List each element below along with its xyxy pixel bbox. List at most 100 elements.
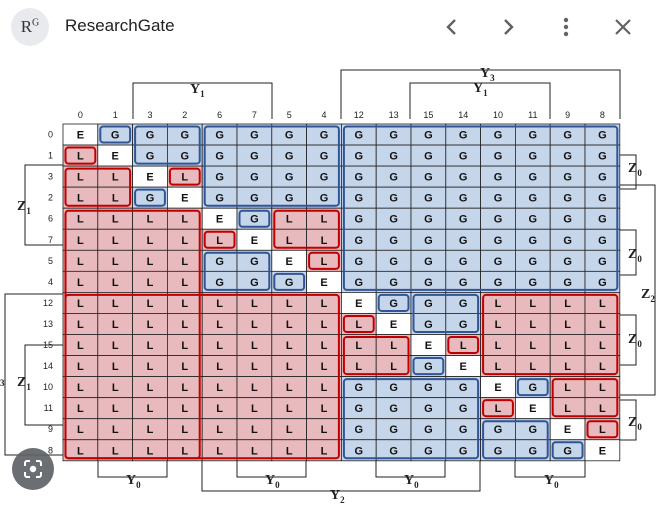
- cell-value: L: [495, 319, 502, 331]
- cell-value: L: [112, 319, 119, 331]
- y0-label-4: Y0: [544, 473, 559, 490]
- cell-value: L: [112, 361, 119, 373]
- cell-value: E: [599, 445, 606, 457]
- brackets-layer: [4, 69, 656, 492]
- cell-value: L: [321, 445, 328, 457]
- cell-value: G: [563, 130, 572, 142]
- cell-value: L: [147, 382, 154, 394]
- cell-value: L: [286, 361, 293, 373]
- col-header: 3: [147, 110, 152, 120]
- more-vert-icon: [563, 17, 569, 37]
- cell-value: L: [112, 382, 119, 394]
- cell-value: E: [320, 277, 327, 289]
- z0-bracket-4: [620, 399, 637, 441]
- cell-value: L: [77, 424, 84, 436]
- cell-value: G: [598, 256, 607, 268]
- cell-value: G: [598, 277, 607, 289]
- cell-value: L: [251, 298, 258, 310]
- back-button[interactable]: [436, 12, 466, 42]
- g-group-box: [551, 441, 584, 460]
- col-header: 9: [565, 110, 570, 120]
- y3-bracket: [340, 69, 621, 119]
- row-header: 8: [48, 445, 53, 455]
- z1-bracket-1: [24, 164, 63, 246]
- cell-value: L: [181, 319, 188, 331]
- cell-value: G: [355, 382, 364, 394]
- cell-value: G: [459, 445, 468, 457]
- cell-value: G: [459, 130, 468, 142]
- cell-value: L: [564, 340, 571, 352]
- row-header: 4: [48, 277, 53, 287]
- cell-value: G: [459, 403, 468, 415]
- cell-value: L: [529, 319, 536, 331]
- cell-value: E: [494, 382, 501, 394]
- cell-value: L: [216, 424, 223, 436]
- cell-value: L: [112, 445, 119, 457]
- cell-value: G: [424, 403, 433, 415]
- labels-layer: Y1 Y3 Y1 Z0 Z0 Z0 Z0 Z2 Z1 Z1 3 Y0 Y0 Y0…: [0, 66, 655, 505]
- close-button[interactable]: [608, 12, 638, 42]
- z3-bracket: [4, 293, 63, 456]
- cell-value: G: [459, 151, 468, 163]
- cell-value: G: [424, 151, 433, 163]
- forward-arrow-icon: [504, 19, 514, 35]
- cell-value: G: [563, 193, 572, 205]
- y2-bracket: [201, 461, 481, 492]
- cell-value: L: [147, 214, 154, 226]
- row-header: 3: [48, 172, 53, 182]
- cell-value: L: [112, 298, 119, 310]
- cell-value: L: [112, 424, 119, 436]
- cell-value: G: [424, 235, 433, 247]
- cell-value: L: [599, 382, 606, 394]
- app-icon-glyph: RG: [20, 17, 40, 36]
- more-options-button[interactable]: [551, 12, 581, 42]
- cell-value: L: [77, 382, 84, 394]
- cell-value: G: [494, 130, 503, 142]
- cell-value: L: [147, 298, 154, 310]
- forward-button[interactable]: [494, 12, 524, 42]
- cell-value: L: [181, 214, 188, 226]
- col-header: 4: [321, 110, 326, 120]
- cell-value: G: [111, 130, 120, 142]
- g-group-box: [134, 125, 201, 165]
- cell-value: L: [495, 298, 502, 310]
- cell-value: G: [529, 382, 538, 394]
- cell-value: L: [181, 445, 188, 457]
- cell-value: L: [390, 340, 397, 352]
- cell-value: G: [529, 193, 538, 205]
- g-group-box: [203, 125, 340, 207]
- cell-value: G: [389, 424, 398, 436]
- cell-value: L: [77, 151, 84, 163]
- cell-value: G: [250, 214, 259, 226]
- cell-value: L: [147, 403, 154, 415]
- row-header: 5: [48, 256, 53, 266]
- cell-value: G: [459, 319, 468, 331]
- cell-value: L: [321, 298, 328, 310]
- y1-label: Y1: [190, 82, 205, 99]
- z2-label: Z2: [641, 287, 655, 304]
- cell-value: E: [529, 403, 536, 415]
- cell-value: L: [286, 340, 293, 352]
- cell-value: G: [494, 424, 503, 436]
- researchgate-app-icon[interactable]: RG: [11, 8, 49, 46]
- cell-value: L: [147, 424, 154, 436]
- cell-value: L: [251, 403, 258, 415]
- cell-value: G: [494, 256, 503, 268]
- y2-label: Y2: [330, 488, 345, 505]
- cell-value: L: [599, 403, 606, 415]
- cell-value: G: [424, 277, 433, 289]
- y1b-label: Y1: [473, 81, 488, 98]
- cell-value: G: [285, 151, 294, 163]
- cell-value: G: [424, 130, 433, 142]
- row-header: 12: [43, 298, 53, 308]
- z0-bracket-3: [620, 314, 637, 366]
- cell-value: G: [529, 445, 538, 457]
- cell-value: L: [112, 277, 119, 289]
- google-lens-button[interactable]: [12, 448, 54, 490]
- cell-value: G: [285, 193, 294, 205]
- cell-value: G: [389, 151, 398, 163]
- cell-value: L: [495, 361, 502, 373]
- cell-value: G: [529, 172, 538, 184]
- cell-value: G: [424, 214, 433, 226]
